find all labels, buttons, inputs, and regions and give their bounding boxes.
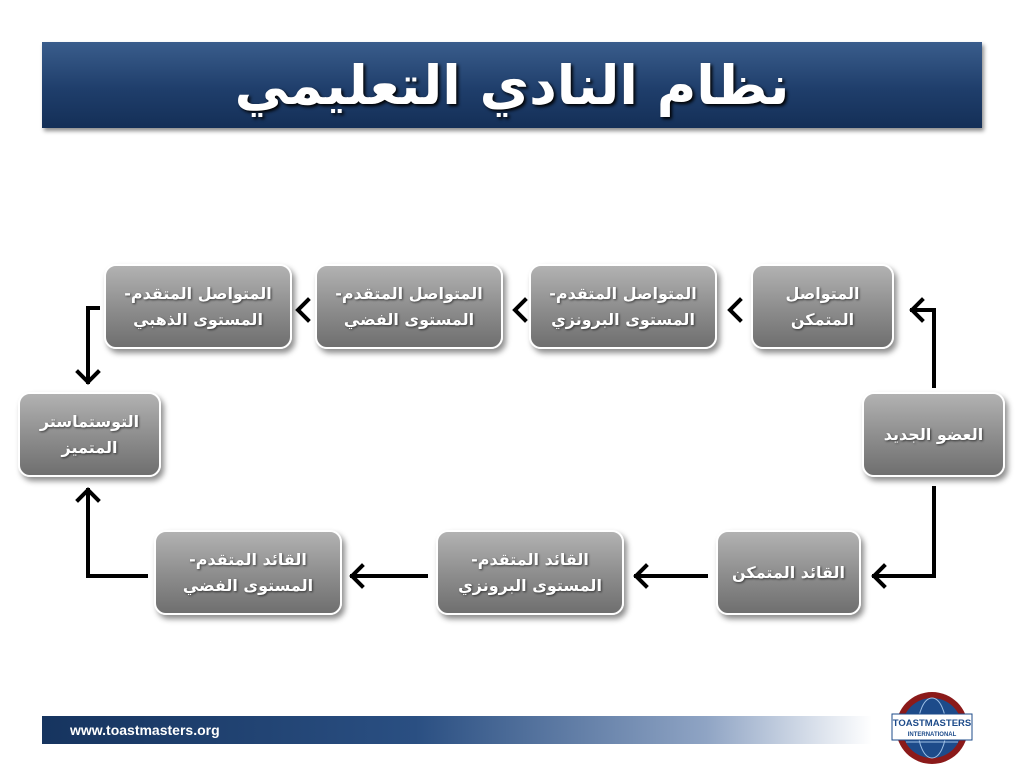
node-advanced-communicator-bronze: المتواصل المتقدم- المستوى البرونزي (529, 264, 717, 349)
node-line: المستوى الفضي (182, 575, 314, 595)
arrow-acg-to-dtm (75, 306, 101, 385)
node-line: المتواصل المتقدم- (124, 283, 272, 303)
node-line: القائد المتقدم- (471, 549, 589, 569)
node-advanced-communicator-gold: المتواصل المتقدم- المستوى الذهبي (104, 264, 292, 349)
node-advanced-leader-silver: القائد المتقدم- المستوى الفضي (154, 530, 342, 615)
node-competent-communicator: المتواصل المتمكن (751, 264, 894, 349)
node-line: المستوى الذهبي (133, 309, 263, 329)
footer-url[interactable]: www.toastmasters.org (70, 722, 220, 738)
node-competent-leader: القائد المتمكن (716, 530, 861, 615)
node-advanced-communicator-silver: المتواصل المتقدم- المستوى الفضي (315, 264, 503, 349)
node-line: المستوى البرونزي (551, 309, 695, 329)
node-label: العضو الجديد (883, 424, 984, 444)
logo-banner (891, 713, 973, 741)
node-line: المستوى الفضي (343, 309, 475, 329)
node-line: القائد المتقدم- (189, 549, 307, 569)
arrow-acb-to-acs (512, 297, 528, 323)
node-line: المتمكن (790, 309, 855, 329)
page-title: نظام النادي التعليمي (234, 53, 790, 117)
logo-text-bottom: INTERNATIONAL (908, 732, 957, 738)
node-distinguished-toastmaster: التوستماستر المتميز (18, 392, 161, 477)
footer-bar (42, 716, 872, 744)
node-advanced-leader-bronze: القائد المتقدم- المستوى البرونزي (436, 530, 624, 615)
toastmasters-logo: TOASTMASTERS INTERNATIONAL (891, 692, 973, 764)
title-bar: نظام النادي التعليمي (42, 42, 982, 128)
node-line: التوستماستر (39, 411, 140, 431)
node-new-member: العضو الجديد (862, 392, 1005, 477)
node-line: المتواصل المتقدم- (549, 283, 697, 303)
arrow-cl-to-alb (633, 563, 708, 589)
node-line: المتميز (61, 437, 118, 457)
logo-text-top: TOASTMASTERS (893, 718, 971, 729)
node-label: القائد المتمكن (732, 562, 846, 582)
arrow-new-member-to-cc (909, 297, 936, 388)
node-line: المتواصل (785, 283, 860, 303)
node-line: المتواصل المتقدم- (335, 283, 483, 303)
arrow-cc-to-acb (727, 297, 743, 323)
arrow-acs-to-acg (295, 297, 311, 323)
arrow-new-member-to-cl (871, 486, 936, 589)
node-line: المستوى البرونزي (458, 575, 602, 595)
arrow-alb-to-als (349, 563, 428, 589)
arrow-als-to-dtm (75, 487, 148, 578)
